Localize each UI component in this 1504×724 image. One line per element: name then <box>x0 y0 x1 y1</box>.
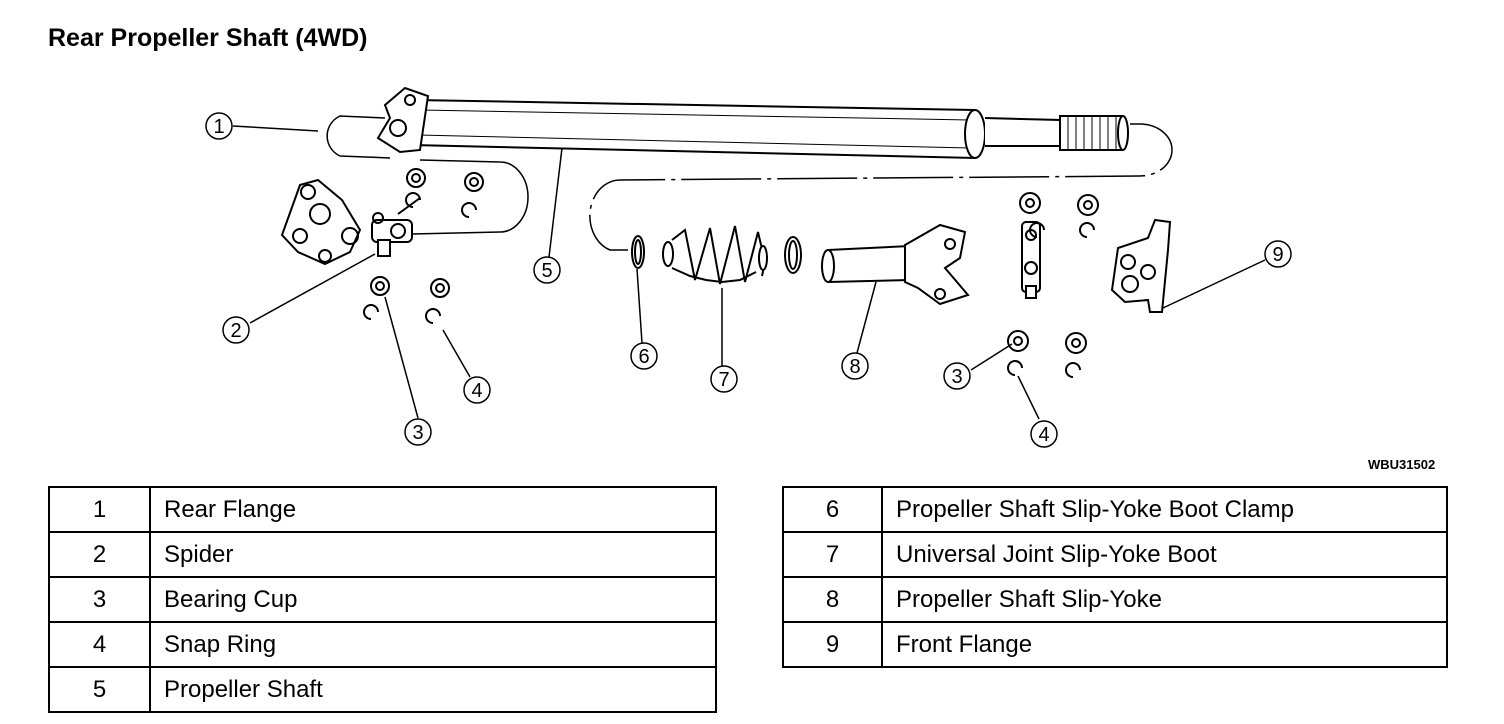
callout-2: 2 <box>222 316 250 344</box>
exploded-view-diagram: 1 2 3 4 5 6 7 8 9 3 4 <box>205 86 1292 448</box>
svg-text:6: 6 <box>638 346 649 368</box>
callout-4-right: 4 <box>1030 420 1058 448</box>
slip-yoke-drawing <box>821 223 970 306</box>
legend-row: 8 Propeller Shaft Slip-Yoke <box>782 576 1448 623</box>
propeller-shaft-drawing <box>410 98 1129 160</box>
svg-text:5: 5 <box>541 260 552 282</box>
callout-7: 7 <box>710 365 738 393</box>
bearing-cups-right-drawing <box>1007 192 1099 354</box>
legend-number: 5 <box>48 666 151 713</box>
legend-row: 4 Snap Ring <box>48 621 717 668</box>
callout-6: 6 <box>630 342 658 370</box>
legend-part-name: Spider <box>149 531 717 578</box>
front-group-loop <box>589 123 1173 251</box>
rear-spider-loop <box>411 159 529 235</box>
svg-text:4: 4 <box>1038 424 1049 446</box>
svg-text:3: 3 <box>951 366 962 388</box>
legend-row: 5 Propeller Shaft <box>48 666 717 713</box>
legend-row: 1 Rear Flange <box>48 486 717 533</box>
legend-row: 3 Bearing Cup <box>48 576 717 623</box>
callout-3-left: 3 <box>404 418 432 446</box>
svg-text:1: 1 <box>213 116 224 138</box>
legend-part-name: Bearing Cup <box>149 576 717 623</box>
legend-part-name: Propeller Shaft Slip-Yoke Boot Clamp <box>881 486 1448 533</box>
callout-3-right: 3 <box>943 362 971 390</box>
rear-yoke-drawing <box>376 86 430 154</box>
figure-code: WBU31502 <box>1368 457 1436 472</box>
page-title: Rear Propeller Shaft (4WD) <box>48 24 368 52</box>
svg-text:8: 8 <box>849 356 860 378</box>
callout-4-left: 4 <box>463 376 491 404</box>
legend-table-right: 6 Propeller Shaft Slip-Yoke Boot Clamp 7… <box>782 486 1448 668</box>
legend-part-name: Front Flange <box>881 621 1448 668</box>
bearing-cups-left-drawing <box>370 168 484 298</box>
legend-row: 9 Front Flange <box>782 621 1448 668</box>
leader-lines <box>232 125 1266 420</box>
legend-part-name: Rear Flange <box>149 486 717 533</box>
legend-part-name: Snap Ring <box>149 621 717 668</box>
legend-row: 6 Propeller Shaft Slip-Yoke Boot Clamp <box>782 486 1448 533</box>
spider-right-drawing <box>1021 221 1041 299</box>
callout-9: 9 <box>1264 240 1292 268</box>
legend-row: 2 Spider <box>48 531 717 578</box>
legend-number: 9 <box>782 621 883 668</box>
legend-number: 1 <box>48 486 151 533</box>
legend-row: 7 Universal Joint Slip-Yoke Boot <box>782 531 1448 578</box>
svg-text:4: 4 <box>471 380 482 402</box>
callout-5: 5 <box>533 256 561 284</box>
legend-table-left: 1 Rear Flange 2 Spider 3 Bearing Cup 4 S… <box>48 486 717 713</box>
callout-8: 8 <box>841 352 869 380</box>
snap-rings-left-drawing <box>363 192 477 324</box>
legend-part-name: Propeller Shaft Slip-Yoke <box>881 576 1448 623</box>
legend-number: 4 <box>48 621 151 668</box>
legend-number: 7 <box>782 531 883 578</box>
legend-part-name: Universal Joint Slip-Yoke Boot <box>881 531 1448 578</box>
slip-yoke-boot-drawing <box>662 225 768 285</box>
svg-text:2: 2 <box>230 320 241 342</box>
legend-number: 3 <box>48 576 151 623</box>
snap-rings-right-drawing <box>1007 222 1095 378</box>
rear-flange-drawing <box>280 178 362 266</box>
front-flange-drawing <box>1110 218 1172 313</box>
callout-1: 1 <box>205 112 233 140</box>
svg-text:9: 9 <box>1272 244 1283 266</box>
svg-text:3: 3 <box>412 422 423 444</box>
legend-number: 6 <box>782 486 883 533</box>
legend-part-name: Propeller Shaft <box>149 666 717 713</box>
boot-clamps-drawing <box>631 235 802 274</box>
legend-number: 8 <box>782 576 883 623</box>
legend-number: 2 <box>48 531 151 578</box>
rear-group-loop <box>326 115 391 159</box>
svg-text:7: 7 <box>718 369 729 391</box>
